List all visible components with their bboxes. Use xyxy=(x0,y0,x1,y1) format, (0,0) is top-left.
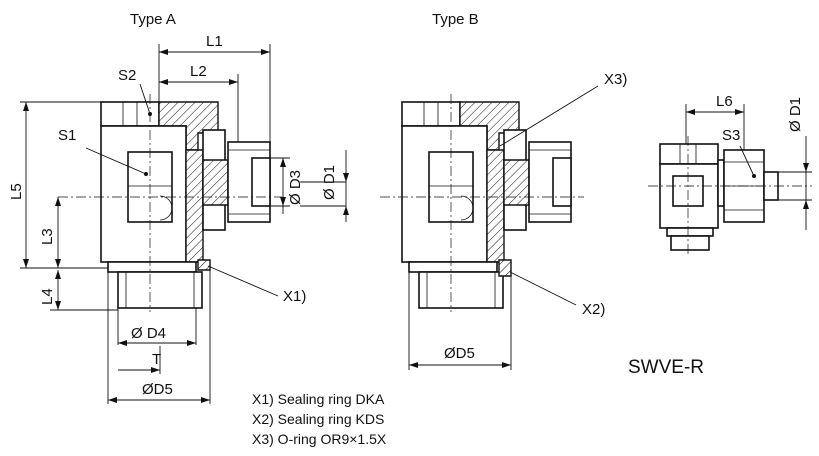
product-code: SWVE-R xyxy=(628,357,704,378)
note-x2: X2) Sealing ring KDS xyxy=(252,411,384,427)
type-b-callout-x2: X2) xyxy=(582,301,605,318)
type-a-label-d4: Ø D4 xyxy=(131,325,166,342)
swve-label-s3: S3 xyxy=(722,127,740,144)
type-b-callout-x3: X3) xyxy=(604,71,627,88)
type-a-label-l2: L2 xyxy=(190,63,207,80)
type-a-label-d1: Ø D1 xyxy=(321,165,338,200)
type-b-thread xyxy=(418,271,504,309)
swve-label-l6: L6 xyxy=(716,93,733,110)
type-b-view: Type B X3) X2) ØD5 xyxy=(380,11,627,370)
type-a-view: Type A S1 xyxy=(8,11,349,404)
note-x3: X3) O-ring OR9×1.5X xyxy=(252,431,387,447)
type-a-hatched-wall xyxy=(185,149,204,263)
swve-ring xyxy=(717,159,725,207)
type-b-label-d5: ØD5 xyxy=(444,345,475,362)
type-b-seal xyxy=(498,259,512,277)
type-a-label-s2: S2 xyxy=(118,67,136,84)
type-a-label-d5: ØD5 xyxy=(142,381,173,398)
type-a-hatched-ring xyxy=(202,159,229,206)
type-a-callout-x1: X1) xyxy=(283,288,306,305)
type-a-label-d3: Ø D3 xyxy=(287,170,304,205)
type-a-seal xyxy=(197,259,211,271)
swve-thread xyxy=(670,235,710,251)
type-b-hatched-wall xyxy=(486,149,505,263)
type-b-hex-top xyxy=(401,101,461,127)
note-x1: X1) Sealing ring DKA xyxy=(252,391,385,407)
type-a-label-s1: S1 xyxy=(58,127,76,144)
type-a-label-l4: L4 xyxy=(39,288,56,305)
type-a-shoulder xyxy=(107,261,197,273)
type-a-label-l5: L5 xyxy=(8,183,25,200)
type-a-bolt-end xyxy=(251,157,271,207)
type-a-title: Type A xyxy=(130,11,176,28)
type-a-label-l3: L3 xyxy=(39,228,56,245)
swve-hex-top xyxy=(659,143,719,165)
notes-legend: X1) Sealing ring DKA X2) Sealing ring KD… xyxy=(252,391,387,447)
swve-r-view: L6 S3 Ø D1 SWVE-R xyxy=(628,93,812,378)
type-b-shoulder xyxy=(408,261,498,273)
type-a-label-l1: L1 xyxy=(206,33,223,50)
type-b-title: Type B xyxy=(432,11,479,28)
type-a-label-t: T xyxy=(152,351,161,368)
type-a-thread xyxy=(117,271,203,309)
swve-label-d1: Ø D1 xyxy=(787,97,804,132)
type-b-bolt-end xyxy=(552,157,572,207)
swve-shoulder xyxy=(666,227,714,237)
type-b-hatched-ring xyxy=(503,159,530,206)
